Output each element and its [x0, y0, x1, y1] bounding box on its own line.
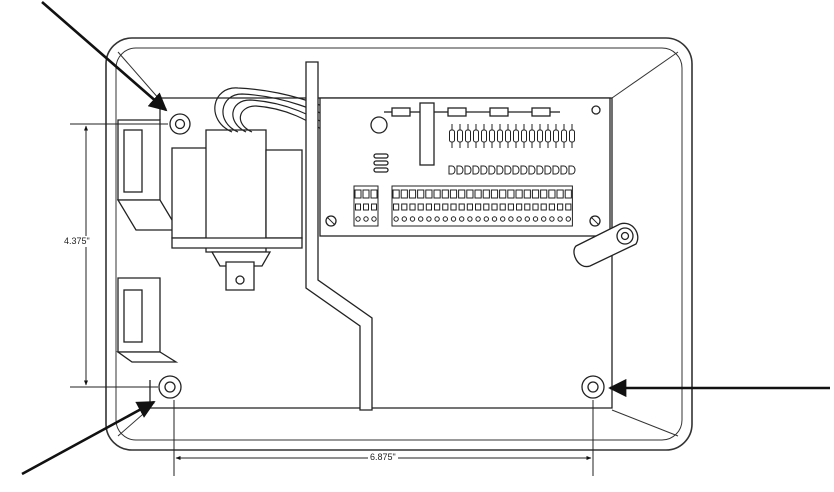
led — [520, 165, 528, 175]
diode — [569, 124, 575, 148]
diode — [489, 124, 495, 148]
transformer — [171, 129, 303, 291]
width-dimension-label: 6.875" — [368, 452, 398, 463]
diode — [553, 124, 559, 148]
led — [536, 165, 544, 175]
mounting-hole-bottom-left — [158, 375, 182, 399]
led — [560, 165, 568, 175]
diode — [529, 124, 535, 148]
dimension-lines — [70, 123, 594, 476]
diode — [449, 124, 455, 148]
height-dimension-label: 4.375" — [62, 236, 92, 247]
led — [488, 165, 496, 175]
led — [464, 165, 472, 175]
standoff-post — [573, 222, 639, 268]
led — [472, 165, 480, 175]
mounting-hole-top-left — [169, 113, 191, 135]
diode — [537, 124, 543, 148]
terminal-block — [391, 185, 573, 227]
led — [512, 165, 520, 175]
led — [480, 165, 488, 175]
terminal-block — [353, 185, 379, 227]
diode — [481, 124, 487, 148]
led — [504, 165, 512, 175]
side-bracket — [115, 119, 180, 363]
diode — [473, 124, 479, 148]
led — [568, 165, 576, 175]
led — [528, 165, 536, 175]
arrow-top-left — [41, 1, 168, 112]
led — [496, 165, 504, 175]
enclosure — [105, 37, 693, 451]
diode — [505, 124, 511, 148]
board-component-array — [448, 124, 576, 175]
diode — [521, 124, 527, 148]
diode — [497, 124, 503, 148]
diode — [561, 124, 567, 148]
pointer-arrows — [21, 1, 830, 476]
led — [456, 165, 464, 175]
led — [552, 165, 560, 175]
diode — [545, 124, 551, 148]
mounting-hole-bottom-right — [581, 375, 605, 399]
diode — [465, 124, 471, 148]
terminal-strip — [353, 185, 573, 227]
diode — [513, 124, 519, 148]
led — [448, 165, 456, 175]
diode — [457, 124, 463, 148]
arrow-bottom-left — [21, 400, 156, 476]
led — [544, 165, 552, 175]
ground-strap — [305, 61, 373, 411]
